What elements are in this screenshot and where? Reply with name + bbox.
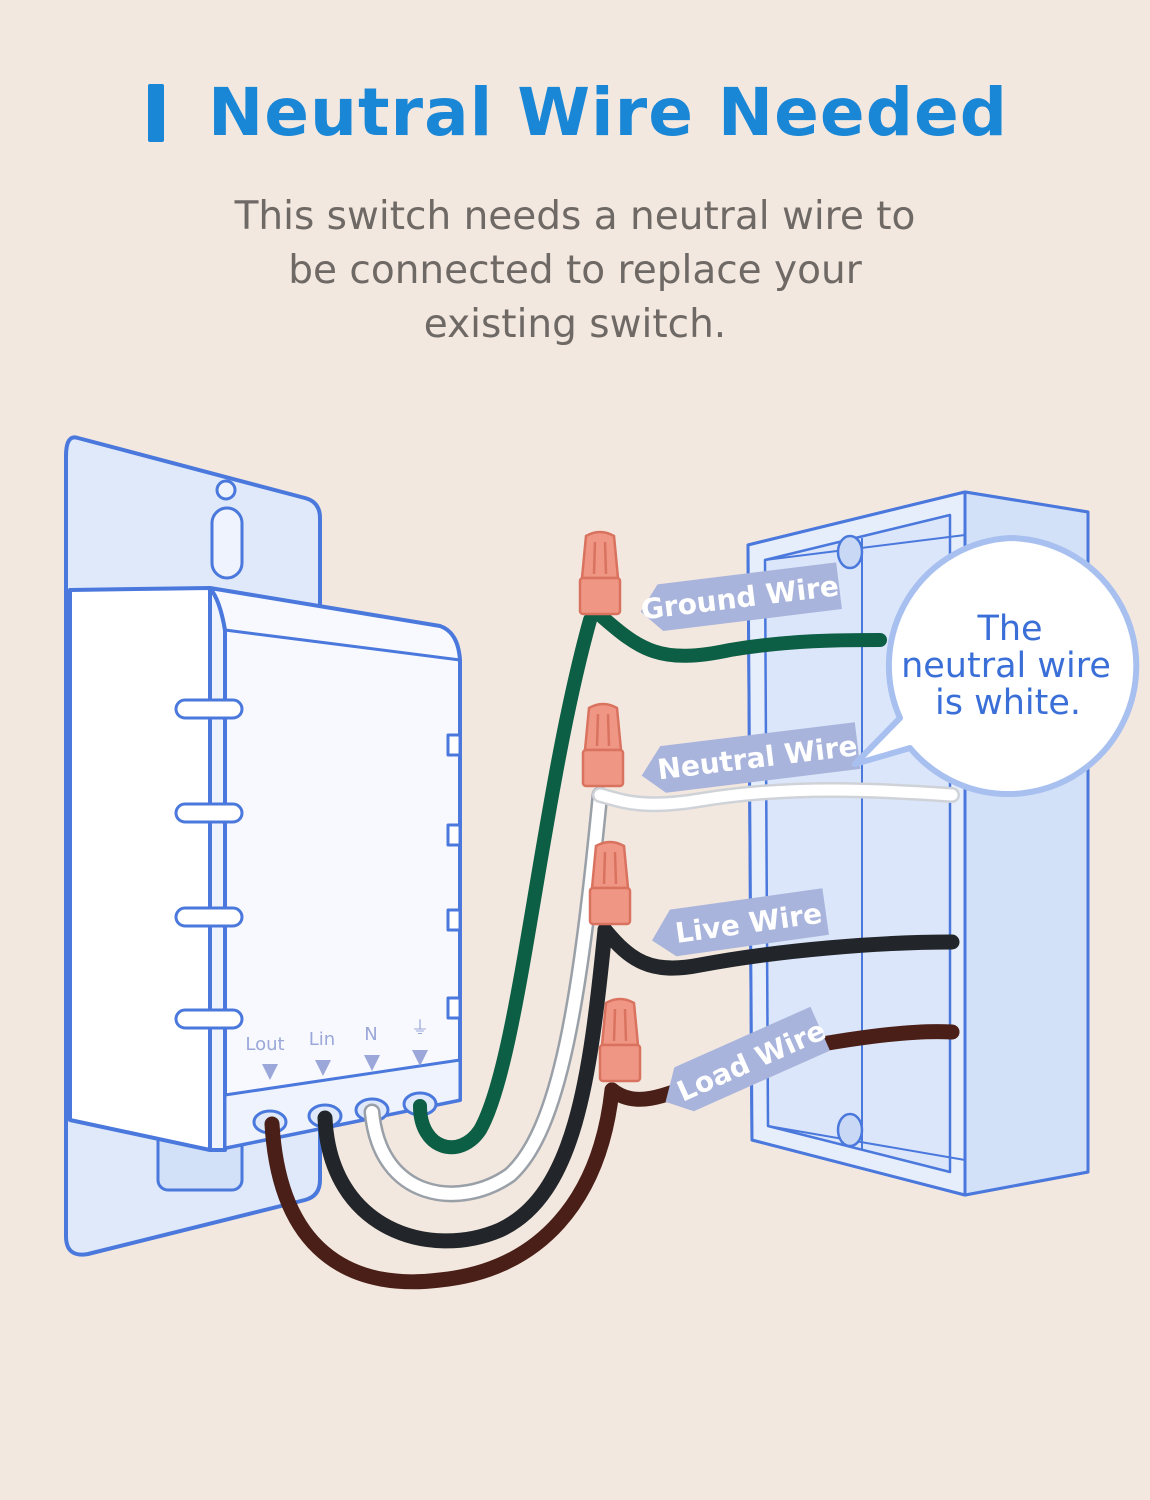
terminal-label-lin: Lin: [309, 1029, 335, 1050]
subtitle-line-1: This switch needs a neutral wire to: [234, 194, 916, 239]
callout-line-3: is white.: [935, 683, 1081, 723]
terminal-labels: Lout Lin N ⏚: [245, 1018, 429, 1080]
terminal-arrow-icon: [412, 1050, 428, 1066]
ground-wire-nut-icon: [578, 530, 622, 616]
ground-wire-lead: [413, 613, 597, 1155]
header: Neutral Wire Needed This switch needs a …: [0, 0, 1150, 380]
switch-body: [68, 586, 462, 1152]
wire-connectors: [578, 530, 642, 1083]
terminal-label-n: N: [364, 1024, 377, 1045]
page-title: Neutral Wire Needed: [148, 74, 1008, 151]
live-wire-supply: [597, 922, 960, 976]
page-subtitle: This switch needs a neutral wire to be c…: [0, 190, 1150, 352]
terminal-label-lout: Lout: [245, 1034, 284, 1055]
terminal-arrow-icon: [315, 1060, 331, 1076]
terminal-arrow-icon: [364, 1055, 380, 1071]
subtitle-line-3: existing switch.: [423, 302, 727, 347]
load-wire-nut-icon: [598, 997, 642, 1083]
title-accent-bar: [148, 83, 164, 142]
live-wire-lead: [317, 922, 613, 1249]
terminal-arrow-icon: [262, 1064, 278, 1080]
callout-line-1: The: [976, 609, 1042, 649]
neutral-wire-nut-icon: [581, 702, 625, 788]
ground-wire-supply: [593, 608, 887, 663]
live-wire-tag: Live Wire: [651, 888, 829, 957]
callout-line-2: neutral wire: [901, 646, 1111, 686]
neutral-wire-callout: The neutral wire is white.: [852, 535, 1140, 797]
ground-symbol-icon: ⏚: [411, 1018, 429, 1039]
load-wire-lead: [264, 1082, 620, 1290]
page-title-text: Neutral Wire Needed: [208, 74, 1008, 151]
live-wire-nut-icon: [588, 840, 632, 926]
subtitle-line-2: be connected to replace your: [288, 248, 862, 293]
